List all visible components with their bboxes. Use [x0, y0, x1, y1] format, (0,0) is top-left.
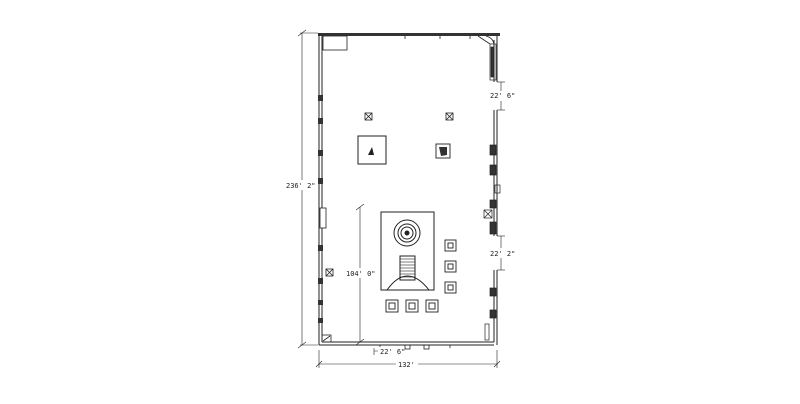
top-wall: [318, 33, 500, 36]
dim-right-lower: 22' 2": [490, 250, 515, 258]
building-walls: [318, 33, 500, 346]
dimension-lines: [297, 29, 505, 368]
columns: [325, 112, 454, 277]
display-cases-right: [444, 239, 457, 294]
display-case: [425, 299, 439, 313]
display-cases-bottom: [385, 299, 439, 313]
display-block-right: [435, 143, 451, 159]
display-case: [385, 299, 399, 313]
corner-room: [322, 35, 348, 51]
dim-right-upper: 22' 6": [490, 92, 515, 100]
display-case: [444, 239, 457, 252]
island-arc: [386, 275, 430, 291]
right-wall-details: [483, 43, 501, 341]
display-block-left: [357, 135, 387, 165]
dim-overall-width: 132': [398, 361, 415, 369]
display-case: [444, 281, 457, 294]
central-island: [380, 211, 435, 291]
left-wall-windows: [318, 95, 323, 323]
display-case: [444, 260, 457, 273]
column-marker: [445, 112, 454, 121]
bottom-wall-details: [321, 334, 451, 350]
dim-inner-height: 104' 0": [346, 270, 376, 278]
round-display: [393, 219, 421, 247]
display-case: [405, 299, 419, 313]
left-wall-opening: [319, 207, 327, 229]
column-marker: [364, 112, 373, 121]
top-wall-details: [322, 35, 495, 51]
column-marker: [325, 268, 334, 277]
dim-bottom-offset: 22' 6": [380, 348, 405, 356]
dim-overall-height: 236' 2": [286, 182, 316, 190]
